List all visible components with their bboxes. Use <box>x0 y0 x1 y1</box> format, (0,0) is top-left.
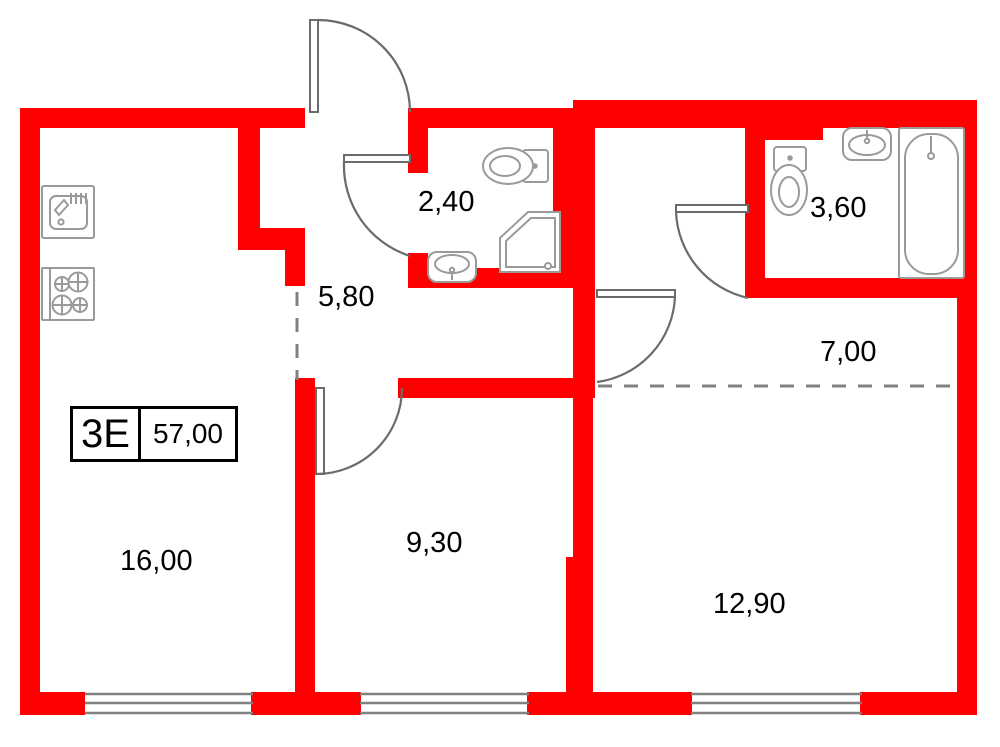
window-bedroom-large <box>691 692 862 715</box>
wall-kitchen-hall-vertical <box>238 108 260 238</box>
toilet-bathroom-master <box>770 146 808 216</box>
kitchen-sink <box>41 185 95 239</box>
bathtub <box>898 127 965 279</box>
window-kitchen-living <box>85 692 253 715</box>
toilet-bathroom-combined <box>482 147 549 185</box>
kitchen-stove <box>41 267 95 321</box>
walls-group <box>20 100 977 715</box>
area-label-hallway: 5,80 <box>318 281 375 313</box>
bathroom-master-door <box>674 204 749 300</box>
window-bedroom-small <box>360 692 529 715</box>
wall-outer-left <box>20 108 40 715</box>
dashed-openings-group <box>295 292 957 388</box>
area-label-bathroom-combined: 2,40 <box>418 186 475 218</box>
wall-kitchen-hall-vertical-2 <box>285 228 305 286</box>
wall-bath1-left <box>408 108 428 173</box>
area-label-bedroom-small: 9,30 <box>406 527 463 559</box>
wall-bedroom-partition-lower <box>566 557 593 707</box>
area-label-bedroom-large: 12,90 <box>713 588 786 620</box>
wall-outer-top-entrance-right <box>408 108 573 128</box>
wall-bedroom-small-left <box>295 378 315 700</box>
wall-bath2-door-jamb <box>745 193 765 221</box>
wall-bedroom-small-top <box>398 378 595 398</box>
wall-bottom-left-block <box>20 692 85 715</box>
apartment-badge: 3E 57,00 <box>70 406 239 462</box>
entrance-door <box>309 18 412 113</box>
area-label-bathroom-master: 3,60 <box>810 192 867 224</box>
washbasin-bathroom-combined <box>427 251 477 283</box>
wall-bath2-bottom <box>745 278 977 298</box>
wall-bottom-right-block <box>860 692 977 715</box>
bedroom-small-door <box>315 387 404 476</box>
apartment-type: 3E <box>73 409 141 459</box>
windows-group <box>85 692 862 715</box>
bathroom-combined-door <box>342 154 411 258</box>
wall-bath2-top-stub <box>745 120 823 140</box>
wall-bottom-mid-block-2 <box>527 692 692 715</box>
apartment-total-area: 57,00 <box>152 418 224 449</box>
fixtures-group <box>41 127 965 321</box>
wall-outer-top-left <box>20 108 305 128</box>
wall-bedroom-partition-upper <box>573 378 593 558</box>
wall-bottom-mid-block-1 <box>251 692 361 715</box>
corridor-door <box>596 289 677 384</box>
doors-group <box>309 18 749 476</box>
washbasin-bathroom-master <box>842 127 892 161</box>
area-label-corridor: 7,00 <box>820 336 877 368</box>
wall-hall-right-vertical <box>573 100 595 395</box>
shower-cabin <box>499 211 561 273</box>
area-label-kitchen-living: 16,00 <box>120 545 193 577</box>
